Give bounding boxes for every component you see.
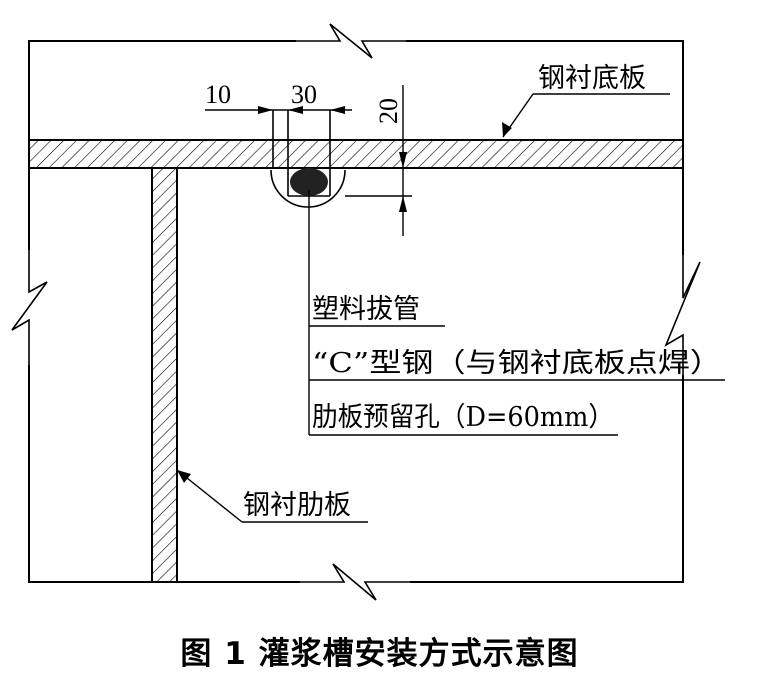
annotation-leader (308, 190, 725, 436)
rib-plate-label: 钢衬肋板 (243, 490, 351, 521)
leader-rib-plate (176, 469, 368, 523)
bottom-plate-label: 钢衬底板 (538, 63, 646, 94)
break-symbol-right (664, 255, 701, 375)
leader-bottom-plate (502, 93, 670, 138)
figure-caption: 图 1 灌浆槽安装方式示意图 (180, 636, 579, 672)
break-symbol-bottom (300, 563, 410, 601)
grouting-groove-diagram: 10 30 20 钢衬底板 钢衬肋板 塑料拔管 “C”型钢（与钢衬底板点焊） 肋… (11, 23, 725, 601)
dimension-20-label: 20 (374, 98, 403, 124)
c-channel (272, 110, 331, 197)
note-plastic-pipe: 塑料拔管 (312, 294, 420, 325)
dimension-horizontal (205, 106, 352, 114)
rib-plate (151, 167, 178, 583)
note-reserved-hole: 肋板预留孔（D=60mm） (312, 402, 614, 433)
break-symbol-left (11, 250, 48, 365)
break-symbol-top (296, 23, 406, 59)
plastic-pipe (290, 168, 328, 196)
rib-reserved-hole (270, 169, 346, 208)
dimension-vertical (345, 85, 412, 236)
bottom-plate (28, 139, 684, 169)
note-c-channel: “C”型钢（与钢衬底板点焊） (312, 348, 722, 379)
dimension-30-label: 30 (291, 80, 317, 109)
dimension-10-label: 10 (205, 80, 231, 109)
